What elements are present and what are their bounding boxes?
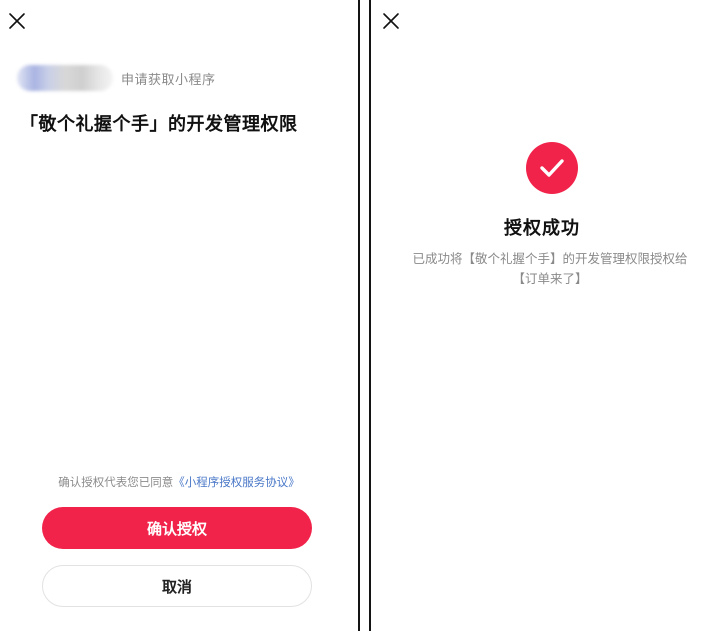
success-panel: 授权成功 已成功将【敬个礼握个手】的开发管理权限授权给【订单来了】 [371, 0, 713, 631]
close-icon [9, 13, 25, 29]
close-button[interactable] [382, 12, 402, 32]
requester-suffix-text: 申请获取小程序 [121, 72, 216, 88]
authorization-panel: 申请获取小程序 「敬个礼握个手」的开发管理权限 确认授权代表您已同意《小程序授权… [0, 12, 358, 607]
requester-row: 申请获取小程序 [17, 64, 216, 92]
agreement-prefix: 确认授权代表您已同意 [58, 475, 174, 489]
success-title: 授权成功 [504, 218, 580, 239]
agreement-notice: 确认授权代表您已同意《小程序授权服务协议》 [0, 474, 358, 490]
screen-gap [360, 0, 369, 631]
close-button[interactable] [8, 12, 28, 32]
screen-divider-left [358, 0, 360, 631]
service-agreement-link[interactable]: 《小程序授权服务协议》 [173, 475, 300, 489]
screen-divider-right [369, 0, 371, 631]
permission-title: 「敬个礼握个手」的开发管理权限 [20, 114, 298, 135]
success-message: 已成功将【敬个礼握个手】的开发管理权限授权给【订单来了】 [412, 251, 688, 286]
confirm-authorize-button[interactable]: 确认授权 [42, 507, 312, 549]
close-icon [383, 13, 399, 29]
check-circle-icon [526, 142, 578, 194]
blurred-requester-name [17, 65, 113, 91]
cancel-button[interactable]: 取消 [42, 565, 312, 607]
